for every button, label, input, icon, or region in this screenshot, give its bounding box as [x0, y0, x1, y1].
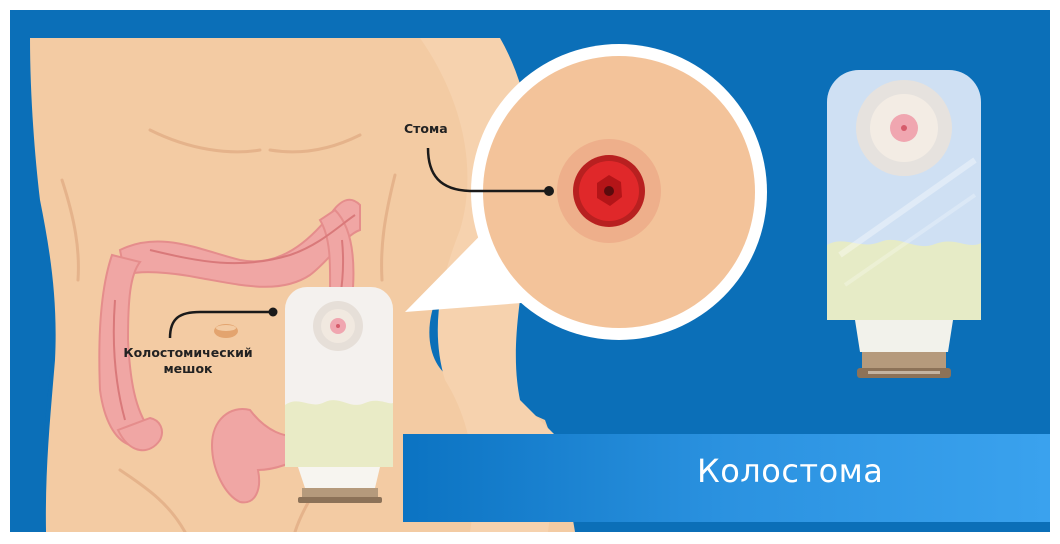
bag-callout-dot	[269, 308, 278, 317]
navel-shadow	[216, 325, 236, 331]
stoma-callout-dot	[544, 186, 554, 196]
body-colostomy-bag	[285, 287, 393, 503]
bag-label-line1: Колостомический	[112, 345, 264, 361]
page-title: Колостома	[697, 452, 883, 490]
stoma-center	[604, 186, 614, 196]
bag-label-line2: мешок	[112, 361, 264, 377]
stoma-label: Стома	[404, 121, 448, 137]
